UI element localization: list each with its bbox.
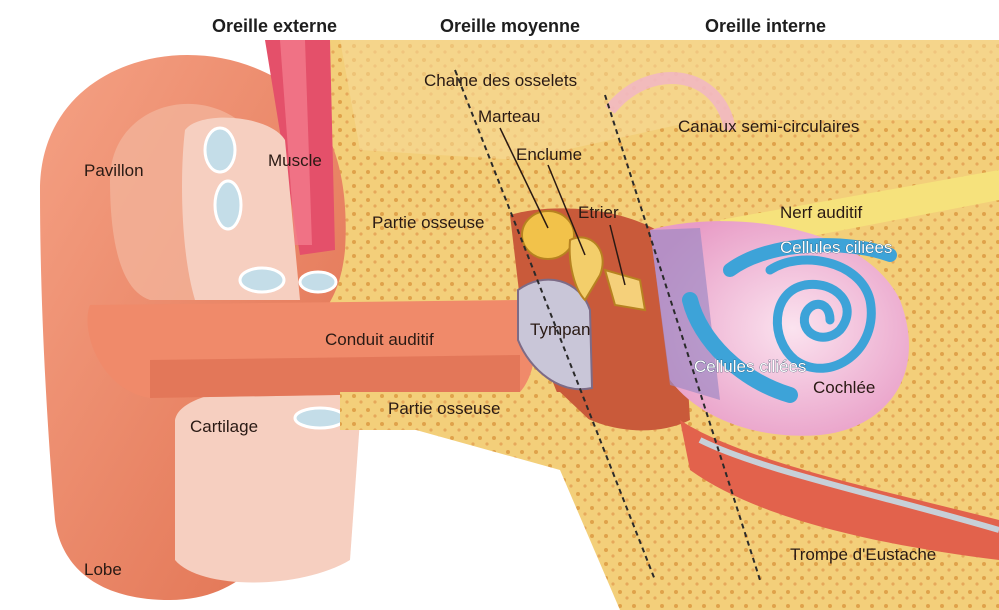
- label-conduit-auditif: Conduit auditif: [325, 330, 434, 349]
- header-outer: Oreille externe: [212, 16, 337, 36]
- label-enclume: Enclume: [516, 145, 582, 164]
- label-cochlee: Cochlée: [813, 378, 875, 397]
- label-tympan: Tympan: [530, 320, 590, 339]
- ear-canal-shade: [150, 355, 520, 398]
- label-nerf-auditif: Nerf auditif: [780, 203, 862, 222]
- label-cartilage: Cartilage: [190, 417, 258, 436]
- header-inner: Oreille interne: [705, 16, 826, 36]
- label-trompe: Trompe d'Eustache: [790, 545, 936, 564]
- label-canaux: Canaux semi-circulaires: [678, 117, 859, 136]
- marteau-bone: [522, 211, 574, 259]
- label-chaine-osselets: Chaine des osselets: [424, 71, 577, 90]
- label-pavillon: Pavillon: [84, 161, 144, 180]
- label-partie-osseuse-bottom: Partie osseuse: [388, 399, 500, 418]
- label-partie-osseuse-top: Partie osseuse: [372, 213, 484, 232]
- label-cellules-bottom: Cellules ciliées: [694, 357, 806, 376]
- header-middle: Oreille moyenne: [440, 16, 580, 36]
- label-marteau: Marteau: [478, 107, 540, 126]
- label-etrier: Etrier: [578, 203, 619, 222]
- label-lobe: Lobe: [84, 560, 122, 579]
- label-cellules-top: Cellules ciliées: [780, 238, 892, 257]
- label-muscle: Muscle: [268, 151, 322, 170]
